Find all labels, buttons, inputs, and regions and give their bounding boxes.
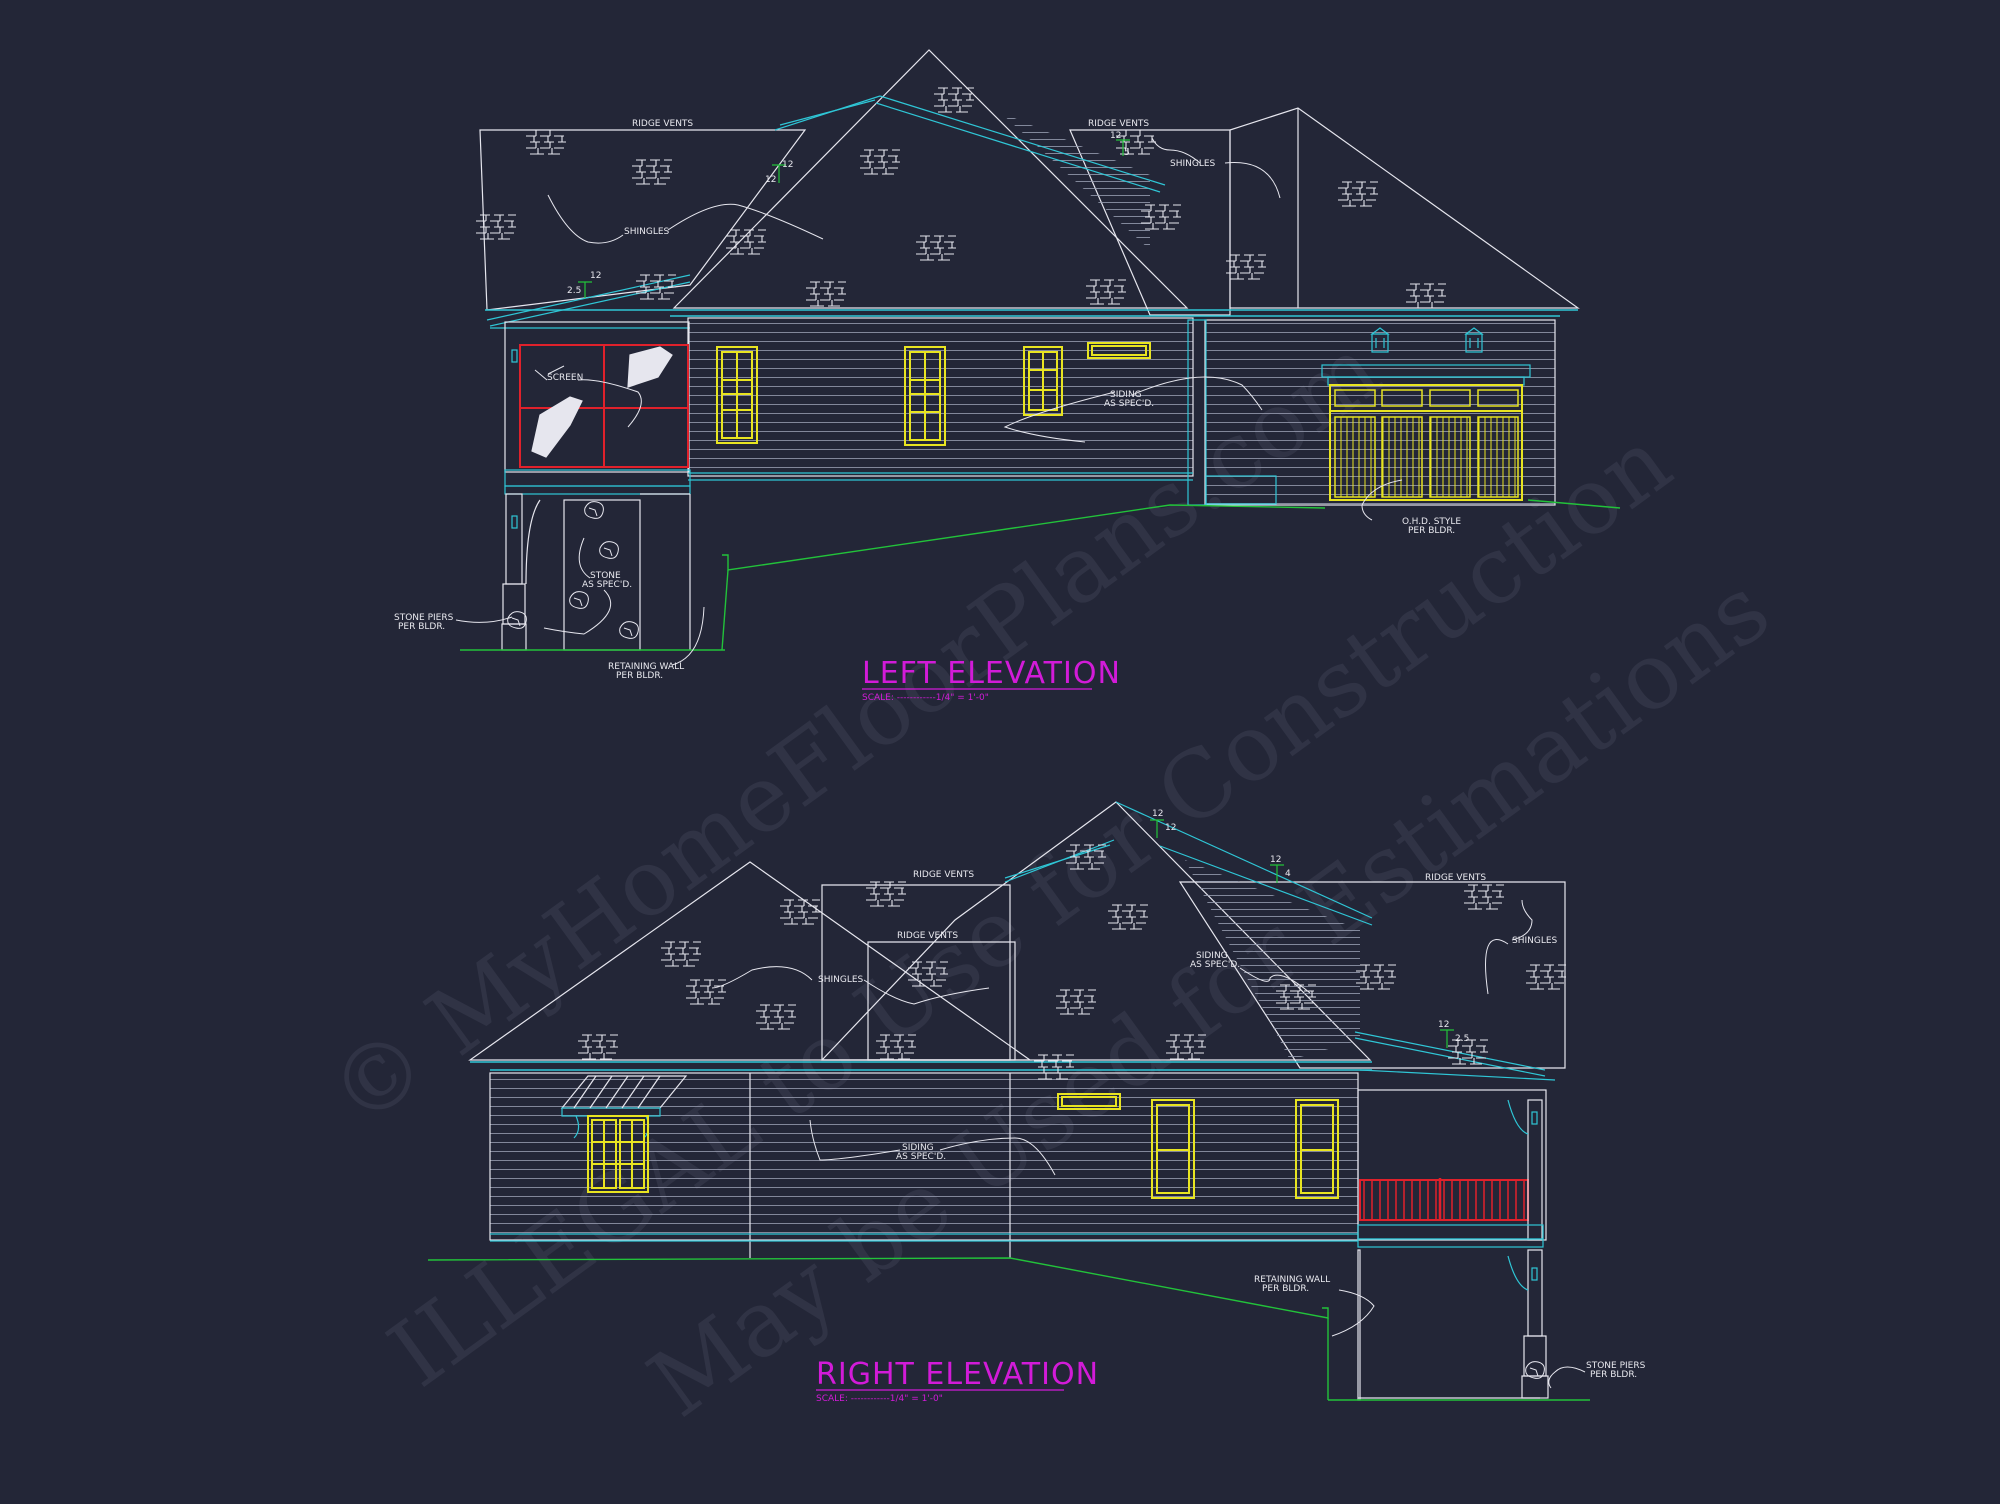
left-pitch-1-rise: 12 [765, 175, 776, 185]
left-screened-porch [504, 321, 691, 529]
right-transom-window [1057, 1093, 1121, 1110]
left-elevation-labels: RIDGE VENTS RIDGE VENTS SHINGLES SHINGLE… [394, 119, 1461, 703]
left-window-1 [716, 346, 758, 444]
right-leaders [711, 899, 1586, 1389]
screen-glare-shape [531, 396, 583, 458]
left-grade-line [460, 499, 1621, 651]
left-lantern-2 [1464, 327, 1484, 353]
left-note-piers-1: STONE PIERS [394, 613, 454, 623]
left-note-piers-2: PER BLDR. [398, 622, 445, 632]
left-note-wall-1: RETAINING WALL [608, 662, 684, 672]
right-window-3 [1295, 1099, 1339, 1199]
right-note-siding-a2: AS SPEC'D. [1190, 960, 1240, 970]
right-elevation-labels: RIDGE VENTS RIDGE VENTS RIDGE VENTS SHIN… [816, 809, 1646, 1404]
right-elevation-title: RIGHT ELEVATION [816, 1357, 1099, 1392]
left-pitch-3-run: 12 [590, 271, 601, 281]
right-note-piers-2: PER BLDR. [1590, 1370, 1637, 1380]
right-window-1 [587, 1115, 649, 1193]
left-note-door-2: PER BLDR. [1408, 526, 1455, 536]
right-gable-right [820, 801, 1546, 1077]
left-garage-door [1321, 364, 1531, 501]
right-porch [1357, 1089, 1549, 1401]
right-note-shingles-2: SHINGLES [1512, 936, 1558, 946]
right-elevation-scale: SCALE: ------------1/4" = 1'-0" [816, 1394, 943, 1404]
left-elevation-title: LEFT ELEVATION [862, 656, 1121, 691]
right-elevation [427, 801, 1590, 1401]
right-pitch-3-rise: 2.5 [1455, 1034, 1469, 1044]
left-window-3 [1023, 346, 1063, 416]
watermark-line-3: May be Used for Estimations [630, 555, 1788, 1437]
left-note-ridge-vents-2: RIDGE VENTS [1088, 119, 1149, 129]
left-note-wall-2: PER BLDR. [616, 671, 663, 681]
left-note-siding-2: AS SPEC'D. [1104, 399, 1154, 409]
left-pitch-2-run: 12 [1110, 131, 1121, 141]
right-window-2 [1151, 1099, 1195, 1199]
left-pitch-3-rise: 2.5 [567, 286, 581, 296]
right-note-wall-1: RETAINING WALL [1254, 1275, 1330, 1285]
left-note-ridge-vents-1: RIDGE VENTS [632, 119, 693, 129]
left-note-stone-2: AS SPEC'D. [582, 580, 632, 590]
right-note-wall-2: PER BLDR. [1262, 1284, 1309, 1294]
left-note-door-1: O.H.D. STYLE [1402, 517, 1461, 527]
right-grade-line [427, 1257, 1590, 1401]
porch-railing [1359, 1179, 1529, 1221]
left-lantern-1 [1370, 327, 1390, 353]
watermark: © MyHomeFloorPlans.com ILLEGAL to Use fo… [310, 315, 1788, 1437]
right-pitch-2-run: 12 [1270, 855, 1281, 865]
right-note-piers-1: STONE PIERS [1586, 1361, 1646, 1371]
left-main-gable [486, 49, 1189, 327]
right-siding-wall [489, 1072, 1359, 1241]
right-pitch-1-rise: 12 [1165, 823, 1176, 833]
left-note-shingles-1: SHINGLES [624, 227, 670, 237]
right-note-siding-b2: AS SPEC'D. [896, 1152, 946, 1162]
left-pitch-2-rise: 5 [1124, 148, 1130, 158]
left-elevation-scale: SCALE: ------------1/4" = 1'-0" [862, 693, 989, 703]
right-note-ridge-vents-2: RIDGE VENTS [897, 931, 958, 941]
right-note-ridge-vents-1: RIDGE VENTS [913, 870, 974, 880]
right-pitch-3-run: 12 [1438, 1020, 1449, 1030]
right-gable-left [468, 861, 1032, 1061]
left-roof-back [479, 107, 1580, 316]
left-pitch-marks [578, 139, 1130, 298]
left-note-stone-1: STONE [590, 571, 621, 581]
right-pitch-1-run: 12 [1152, 809, 1163, 819]
left-leaders [455, 137, 1403, 666]
left-note-siding-1: SIDING [1110, 390, 1142, 400]
left-elevation [455, 49, 1621, 666]
right-note-siding-a1: SIDING [1196, 951, 1228, 961]
right-note-shingles-1: SHINGLES [818, 975, 864, 985]
left-pitch-1-run: 12 [782, 160, 793, 170]
left-note-screen: SCREEN [547, 373, 583, 383]
left-window-2 [904, 346, 946, 446]
left-transom-window [1087, 342, 1151, 359]
right-note-ridge-vents-3: RIDGE VENTS [1425, 873, 1486, 883]
left-note-shingles-2: SHINGLES [1170, 159, 1216, 169]
right-pitch-2-rise: 4 [1285, 869, 1291, 879]
right-note-siding-b1: SIDING [902, 1143, 934, 1153]
right-pitch-marks [1150, 819, 1454, 1048]
